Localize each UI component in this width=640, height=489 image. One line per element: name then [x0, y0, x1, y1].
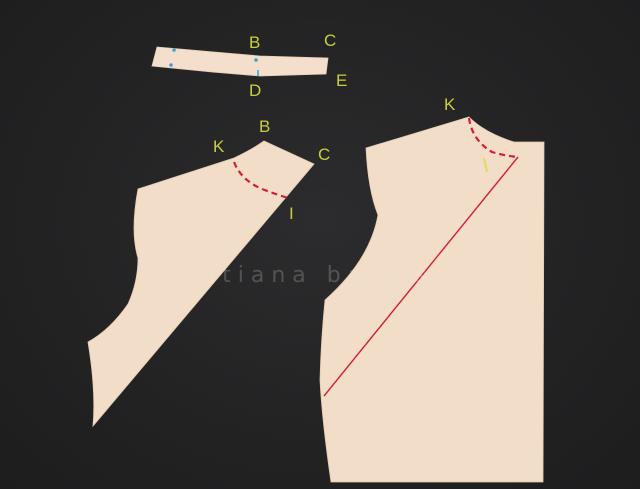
- strip-dot-left-top: [172, 48, 176, 52]
- collar-strip: [151, 46, 329, 77]
- right-front-piece: [319, 116, 545, 483]
- label-right-k: K: [444, 95, 456, 114]
- right-small-mark: [483, 157, 488, 173]
- left-bodice-piece: [87, 140, 315, 428]
- right-diagonal-guide-line: [323, 156, 519, 397]
- label-strip-b: B: [249, 33, 261, 52]
- left-neck-dashed-line: [232, 161, 289, 200]
- label-left-c: C: [318, 145, 331, 164]
- label-strip-e: E: [336, 71, 348, 90]
- label-strip-d: D: [249, 81, 262, 100]
- label-left-k: K: [213, 137, 225, 156]
- strip-dot-left-bottom: [169, 63, 173, 67]
- label-strip-c: C: [324, 31, 337, 50]
- label-left-b: B: [259, 117, 271, 136]
- strip-dot-b: [254, 58, 258, 62]
- right-neck-dashed-line: [467, 117, 519, 159]
- label-left-i: I: [289, 204, 294, 223]
- watermark: tatiana ballos: [186, 263, 434, 288]
